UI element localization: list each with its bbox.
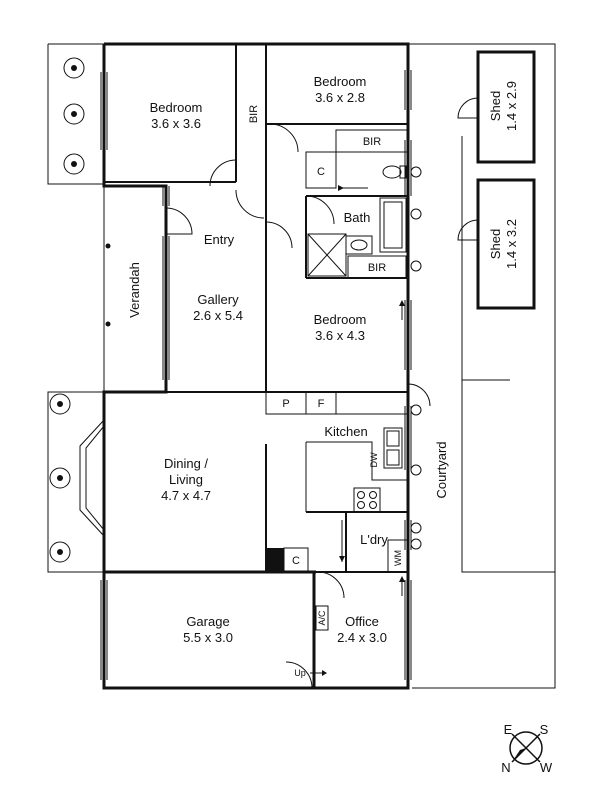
bir-a-label: BIR — [248, 105, 260, 123]
stove-icon — [353, 487, 381, 513]
c-b-label: C — [292, 555, 300, 567]
compass-e: E — [504, 722, 513, 737]
tree-icon — [49, 393, 71, 415]
shed-2-door — [457, 219, 479, 241]
tree-icon — [63, 153, 85, 175]
bir-b-box — [335, 129, 409, 153]
bath-name: Bath — [344, 210, 371, 225]
bedroom3-name: Bedroom — [314, 312, 367, 327]
tree-icon — [63, 103, 85, 125]
bedroom2-size: 3.6 x 2.8 — [315, 90, 365, 105]
garage-name: Garage — [186, 614, 229, 629]
compass-n: N — [501, 760, 510, 775]
sink-icon — [345, 235, 373, 255]
shed-2 — [476, 178, 536, 310]
column-block — [266, 548, 284, 572]
compass-icon — [509, 731, 543, 765]
shed1-name: Shed — [488, 91, 503, 121]
compass-w: W — [540, 760, 553, 775]
bedroom2-name: Bedroom — [314, 74, 367, 89]
shed-1-door — [457, 97, 479, 119]
verandah-name: Verandah — [127, 262, 142, 318]
wm-box — [387, 539, 409, 573]
office-size: 2.4 x 3.0 — [337, 630, 387, 645]
entry-name: Entry — [204, 232, 235, 247]
shed2-size: 1.4 x 3.2 — [504, 219, 519, 269]
bir-c-label: BIR — [368, 262, 386, 274]
shed2-name: Shed — [488, 229, 503, 259]
laundry-name: L'dry — [360, 532, 388, 547]
kitchen-bench — [306, 441, 408, 481]
garage-size: 5.5 x 3.0 — [183, 630, 233, 645]
bedroom1-size: 3.6 x 3.6 — [151, 116, 201, 131]
tree-icon — [49, 541, 71, 563]
bath-fixtures — [307, 165, 407, 277]
bedroom3-size: 3.6 x 4.3 — [315, 328, 365, 343]
ac-label: A/C — [317, 610, 327, 626]
dining-line2: Living — [169, 472, 203, 487]
office-name: Office — [345, 614, 379, 629]
courtyard-name: Courtyard — [434, 441, 449, 498]
tree-icon — [49, 467, 71, 489]
fridge-label: F — [318, 398, 325, 410]
bay-window-angle2 — [85, 425, 105, 531]
kitchen-sink-icon — [383, 427, 403, 469]
bir-b-label: BIR — [363, 136, 381, 148]
trees — [49, 57, 85, 563]
shed-1 — [476, 50, 536, 164]
wm-label: WM — [393, 550, 403, 566]
kitchen-name: Kitchen — [324, 424, 367, 439]
kitchen-fixtures — [353, 427, 403, 513]
shed1-size: 1.4 x 2.9 — [504, 81, 519, 131]
up-arrow-head — [322, 670, 327, 676]
bay-window — [47, 391, 104, 573]
bay-window-angle — [79, 419, 105, 537]
c-a-label: C — [317, 166, 325, 178]
compass-s: S — [540, 722, 549, 737]
kitchen-bench-top — [335, 392, 408, 415]
gallery-name: Gallery — [197, 292, 239, 307]
toilet-icon — [382, 165, 402, 179]
up-label: Up — [294, 668, 306, 678]
verandah-post — [105, 243, 111, 249]
shower-icon — [307, 233, 347, 277]
dining-size: 4.7 x 4.7 — [161, 488, 211, 503]
doors — [165, 123, 431, 689]
windows — [100, 70, 412, 680]
gallery-size: 2.6 x 5.4 — [193, 308, 243, 323]
dining-line1: Dining / — [164, 456, 208, 471]
bir-c-box — [347, 255, 407, 279]
bedroom1-name: Bedroom — [150, 100, 203, 115]
dw-label: DW — [369, 452, 379, 467]
tree-icon — [63, 57, 85, 79]
bathtub-icon — [379, 197, 407, 253]
external-outlets — [410, 166, 422, 550]
verandah-post — [105, 321, 111, 327]
pantry-label: P — [282, 398, 289, 410]
ac-box — [315, 605, 329, 631]
courtyard-path — [461, 136, 555, 573]
c-a-box — [305, 151, 337, 189]
property-boundary-left — [47, 44, 104, 185]
